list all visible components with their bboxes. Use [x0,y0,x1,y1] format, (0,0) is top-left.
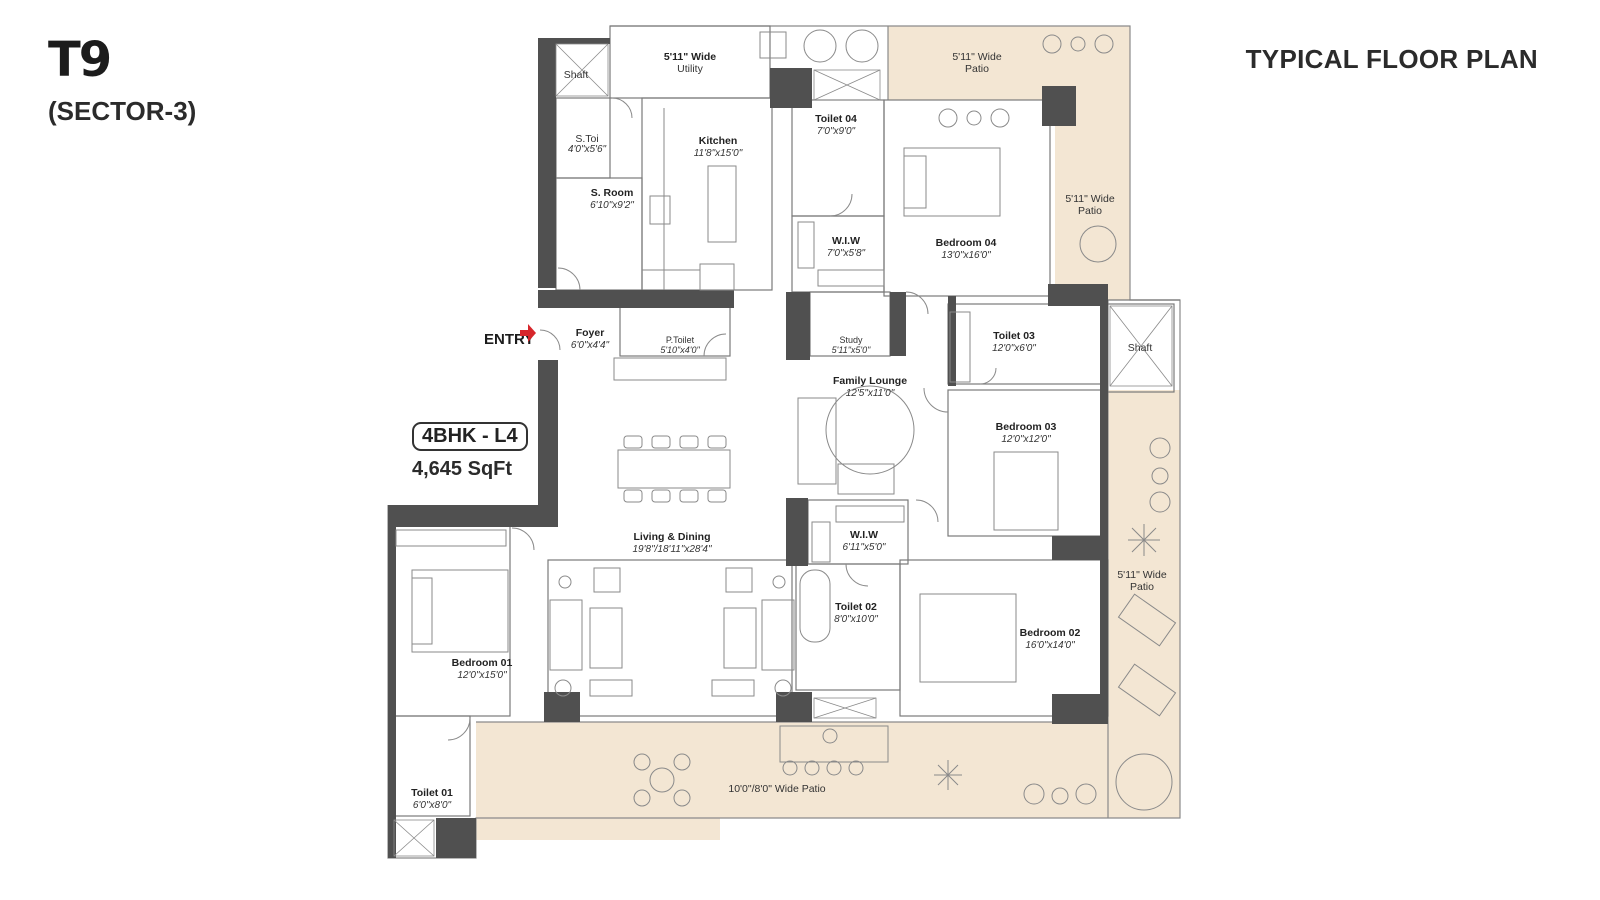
bed-04 [903,147,1001,217]
study-label: Study [839,335,863,345]
s-room-label: S. Room [591,187,634,199]
toilet03-dim: 12'0"x6'0" [992,343,1036,354]
patio-top-label: 5'11" Wide [952,51,1001,63]
bedroom04-label: Bedroom 04 [936,237,997,249]
bathtub [799,569,831,643]
bedroom03-label: Bedroom 03 [996,421,1057,433]
tower-title: T9 [48,32,112,88]
patio-bottom-left [476,800,716,840]
plan-title: TYPICAL FLOOR PLAN [1245,44,1538,74]
shaft-icons [393,43,1173,857]
patio-areas [476,26,1180,840]
kitchen-island [707,165,737,243]
bedroom04-dim: 13'0"x16'0" [941,250,991,261]
kitchen-label: Kitchen [699,135,738,147]
patio-top-right [888,26,1130,300]
walls [388,38,1108,858]
wiw04-label: W.I.W [832,235,860,247]
wiw02-dim: 6'11"x5'0" [843,542,886,553]
unit-area: 4,645 SqFt [412,458,513,480]
bedroom01-dim: 12'0"x15'0" [457,670,507,681]
patio-right-bottom-label: 5'11" Wide [1117,569,1166,581]
foyer-dim: 6'0"x4'4" [571,340,610,351]
family-lounge-dim: 12'5"x11'0" [846,388,895,399]
bed-02 [919,593,1017,683]
living-dining-dim: 19'8"/18'11"x28'4" [632,544,711,555]
toilet04-label: Toilet 04 [815,113,857,125]
kitchen-dim: 11'8"x15'0" [694,148,743,159]
p-toilet-label: P.Toilet [666,335,695,345]
patio-bottom-label: 10'0"/8'0" Wide Patio [728,783,825,795]
bed-03 [993,451,1059,531]
wiw02-label: W.I.W [850,529,878,541]
dining-table [617,449,731,489]
room-labels: 5'11" Wide Utility 5'11" Wide Patio Shaf… [411,51,1167,811]
bedroom03-dim: 12'0"x12'0" [1001,434,1051,445]
patio-right [1108,390,1180,818]
door-swings [447,97,997,741]
bed-01 [411,569,509,653]
foyer-label: Foyer [576,327,605,339]
dining-chairs [623,435,727,503]
toilet02-label: Toilet 02 [835,601,877,613]
unit-type-badge: 4BHK - L4 [412,422,528,451]
patio-top-dim: Patio [965,63,989,75]
s-toilet-dim: 4'0"x5'6" [568,144,607,155]
bedroom01-label: Bedroom 01 [452,657,513,669]
toilet01-dim: 6'0"x8'0" [413,800,452,811]
patio-right-top-dim: Patio [1078,205,1102,217]
patio-right-bottom-dim: Patio [1130,581,1154,593]
patio-right-top-label: 5'11" Wide [1065,193,1114,205]
sofa-left [549,599,583,671]
sector-label: (SECTOR-3) [48,96,197,126]
entry-arrow-icon [520,324,536,342]
toilet02-dim: 8'0"x10'0" [834,614,878,625]
bedroom02-label: Bedroom 02 [1020,627,1081,639]
toilet04-dim: 7'0"x9'0" [817,126,856,137]
p-toilet-dim: 5'10"x4'0" [660,345,700,355]
toilet03-label: Toilet 03 [993,330,1035,342]
family-lounge-label: Family Lounge [833,375,907,387]
s-toilet-label: S.Toi [575,133,598,145]
plant-icons [934,524,1160,790]
shaft-right-label: Shaft [1128,342,1153,354]
utility-label: 5'11" Wide [664,51,716,63]
study-dim: 5'11"x5'0" [832,345,871,355]
toilet01-label: Toilet 01 [411,787,453,799]
furniture [395,29,1177,811]
sofa-right [761,599,795,671]
shaft-top-label: Shaft [564,69,589,81]
utility-dim: Utility [677,63,703,75]
living-dining-label: Living & Dining [634,531,711,543]
bedroom02-dim: 16'0"x14'0" [1025,640,1075,651]
s-room-dim: 6'10"x9'2" [590,200,634,211]
wiw04-dim: 7'0"x5'8" [827,248,866,259]
